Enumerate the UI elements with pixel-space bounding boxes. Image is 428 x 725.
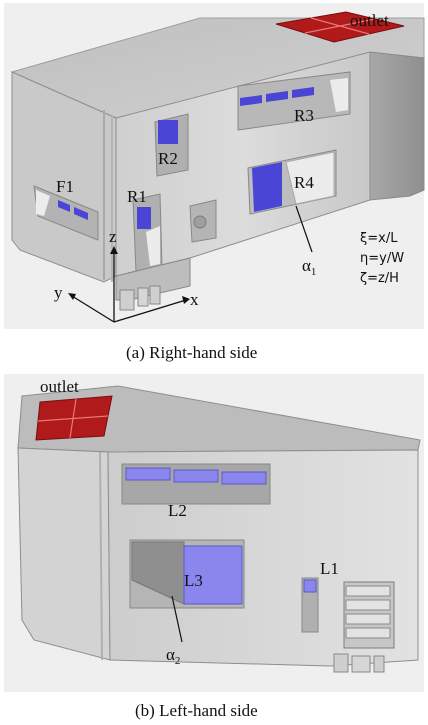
drawer-b-2: [345, 599, 391, 611]
caption-b: (b) Left-hand side: [135, 701, 258, 720]
outlet-grid-b-2: [37, 415, 109, 422]
base-block-b-3: [373, 655, 385, 673]
base-block-a-2: [137, 287, 149, 307]
opening-r3-blue-1: [240, 95, 262, 106]
region-label-r2: R2: [158, 149, 178, 168]
caption-a: (a) Right-hand side: [126, 343, 257, 362]
outlet-label-a: outlet: [350, 11, 389, 30]
opening-f1-blue-2: [74, 207, 88, 220]
axis-x-arrow: [182, 296, 190, 304]
axis-y-arrow: [68, 293, 76, 300]
opening-r3-recess: [237, 71, 351, 131]
alpha1-pointer: [295, 205, 313, 253]
fan-knob-a: [193, 215, 207, 229]
region-label-r4: R4: [294, 173, 314, 192]
opening-r2-blue: [158, 120, 178, 144]
opening-l2-blue-2: [173, 469, 219, 483]
equation-eta: η=y/W: [360, 251, 404, 266]
region-label-l3: L3: [184, 571, 203, 590]
opening-l3-blue: [183, 545, 243, 605]
opening-l2-blue-1: [125, 467, 171, 481]
region-label-l2: L2: [168, 501, 187, 520]
axis-label-y: y: [54, 283, 63, 302]
outlet-label-b: outlet: [40, 377, 79, 396]
base-block-b-2: [351, 655, 371, 673]
base-block-a-1: [119, 289, 135, 311]
opening-r4-panel: [285, 151, 335, 205]
region-label-l1: L1: [320, 559, 339, 578]
alpha1-label: α1: [302, 256, 316, 278]
opening-f1-blade: [36, 190, 50, 216]
region-label-r3: R3: [294, 106, 314, 125]
opening-r3-blue-3: [292, 87, 314, 98]
alpha1-sub: 1: [311, 266, 317, 278]
coordinate-axes: [71, 250, 187, 323]
drawer-b-1: [345, 585, 391, 597]
panel-b: outlet L2 L3 L1 α2 (b) Left-hand side: [4, 374, 424, 720]
alpha2-base: α: [166, 645, 175, 664]
opening-r3-blue-2: [266, 91, 288, 102]
outlet-grid-a-2: [304, 18, 376, 34]
opening-r4-blue: [252, 162, 282, 212]
seam-line-b: [99, 451, 103, 661]
drawer-b-4: [345, 627, 391, 639]
alpha2-sub: 2: [175, 655, 181, 667]
region-label-r1: R1: [127, 187, 147, 206]
opening-r1-blade: [146, 226, 160, 266]
opening-r3-blade: [330, 78, 348, 112]
equation-xi: ξ=x/L: [360, 231, 398, 246]
alpha1-base: α: [302, 256, 311, 275]
panel-a: outlet F1 R1 R2 R3 R4 α1 z x y ξ=x/L η=y…: [4, 3, 425, 362]
opening-l2-blue-3: [221, 471, 267, 485]
opening-r1-blue: [137, 207, 151, 229]
opening-l1-blue: [303, 579, 317, 593]
base-block-b-1: [333, 653, 349, 673]
axis-label-x: x: [190, 290, 199, 309]
axis-z-arrow: [110, 246, 118, 254]
base-block-a-3: [149, 285, 161, 305]
opening-f1-blue-1: [58, 200, 70, 212]
end-face-a: [369, 51, 425, 201]
equation-zeta: ζ=z/H: [360, 271, 399, 286]
end-face-b: [17, 447, 111, 661]
alpha2-label: α2: [166, 645, 180, 667]
region-label-f1: F1: [56, 177, 74, 196]
drawer-b-3: [345, 613, 391, 625]
alpha2-pointer: [171, 595, 183, 643]
axis-label-z: z: [109, 227, 117, 246]
